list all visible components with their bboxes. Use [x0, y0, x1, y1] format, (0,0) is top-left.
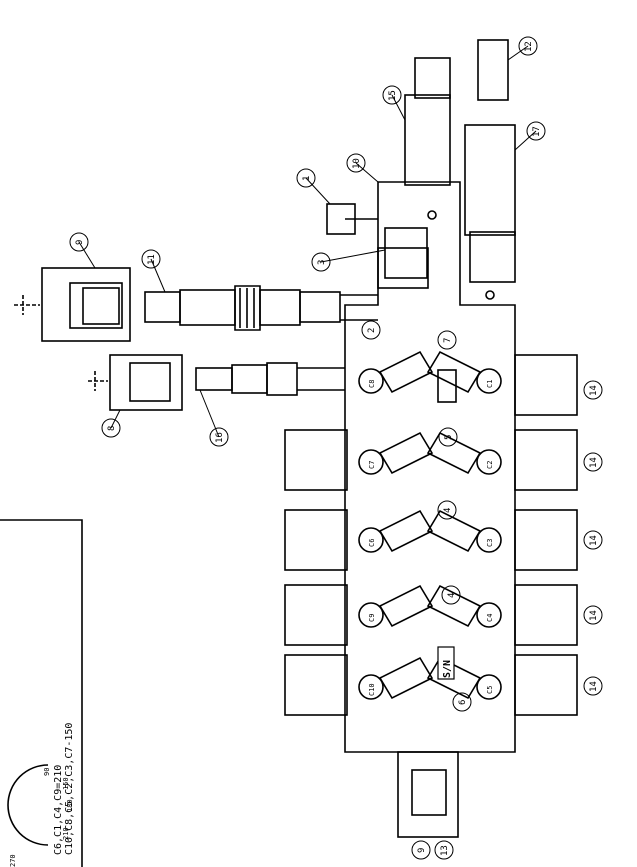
port-label: C3	[486, 539, 494, 547]
notes: C10,C8,C5,C2,C3,C7-150 C6,C1,C4,C9=210	[53, 723, 75, 855]
svg-text:14: 14	[589, 535, 599, 546]
svg-text:4: 4	[443, 508, 453, 513]
svg-text:4: 4	[447, 593, 457, 598]
port-label: C6	[368, 539, 376, 547]
svg-text:2: 2	[367, 328, 377, 333]
cartridge-valve-11	[14, 267, 378, 342]
tag-7	[437, 369, 457, 403]
svg-text:8: 8	[107, 426, 117, 431]
serial-plate: S/N	[437, 646, 455, 680]
svg-text:11: 11	[147, 254, 157, 265]
svg-text:180: 180	[66, 799, 74, 812]
port-label: C5	[486, 686, 494, 694]
balloons	[69, 36, 603, 860]
svg-text:5: 5	[444, 435, 454, 440]
svg-text:9: 9	[417, 848, 427, 853]
svg-text:14: 14	[589, 681, 599, 692]
svg-text:16: 16	[215, 432, 225, 443]
port-label: C10	[368, 683, 376, 696]
svg-text:90: 90	[43, 768, 51, 776]
port-labels: C8 C7 C6 C9 C10 C1 C2 C3 C4 C5	[368, 380, 494, 696]
svg-text:150: 150	[62, 777, 70, 790]
svg-text:15: 15	[388, 90, 398, 101]
port-label: C7	[368, 461, 376, 469]
cartridge-valve-16	[88, 354, 345, 411]
port-circles	[358, 368, 502, 700]
svg-text:14: 14	[589, 610, 599, 621]
svg-text:9: 9	[75, 240, 85, 245]
dial-labels: 90 150 180 210 270	[9, 768, 74, 867]
svg-text:13: 13	[440, 845, 450, 856]
svg-text:S/N: S/N	[442, 660, 453, 678]
svg-text:7: 7	[443, 338, 453, 343]
port-label: C1	[486, 380, 494, 388]
top-coils	[284, 429, 348, 716]
balloon-labels: 1 3 17 12 15 10 9 11 8 16 2 7 5 4 4 6 9 …	[75, 41, 599, 856]
port-label: C9	[368, 614, 376, 622]
bottom-cartridge	[397, 751, 459, 838]
port-label: C8	[368, 380, 376, 388]
leader-lines	[78, 45, 537, 438]
port-label: C2	[486, 461, 494, 469]
dial-arc	[7, 764, 49, 846]
svg-text:3: 3	[317, 260, 327, 265]
note-line-2: C6,C1,C4,C9=210	[53, 765, 64, 855]
svg-text:6: 6	[458, 700, 468, 705]
top-components	[326, 39, 516, 300]
note-line-1: C10,C8,C5,C2,C3,C7-150	[64, 723, 75, 855]
notes-frame	[0, 519, 83, 867]
svg-text:17: 17	[532, 126, 542, 137]
bottom-coils	[514, 354, 578, 716]
svg-text:210: 210	[62, 827, 70, 840]
svg-text:14: 14	[589, 457, 599, 468]
svg-text:270: 270	[9, 854, 17, 867]
svg-text:14: 14	[589, 385, 599, 396]
svg-text:10: 10	[352, 158, 362, 169]
svg-text:12: 12	[524, 41, 534, 52]
svg-text:1: 1	[302, 176, 312, 181]
port-label: C4	[486, 614, 494, 622]
angled-fittings	[378, 350, 482, 700]
